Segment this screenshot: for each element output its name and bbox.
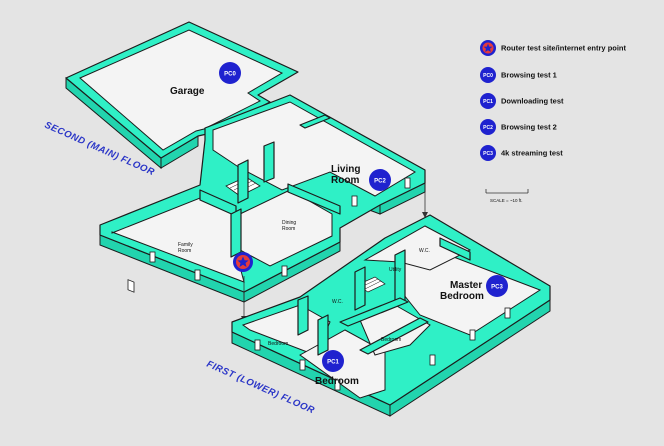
svg-text:PC3: PC3 (491, 285, 503, 291)
dining-room-label-2: Room (282, 226, 295, 232)
svg-text:PC2: PC2 (374, 179, 386, 185)
svg-text:Browsing test 2: Browsing test 2 (501, 123, 557, 132)
door (281, 265, 288, 277)
door (149, 251, 156, 263)
svg-text:PC1: PC1 (483, 99, 493, 105)
lower-interior-wall-f (359, 317, 429, 355)
svg-text:Router test site/internet entr: Router test site/internet entry point (501, 44, 627, 53)
lower-interior-wall-e (339, 297, 409, 327)
door (127, 279, 135, 293)
door (299, 359, 306, 371)
svg-text:PC1: PC1 (327, 360, 339, 366)
dining-room-label-1: Dining (282, 220, 296, 226)
legend-pc0: PC0 Browsing test 1 (480, 67, 557, 83)
door (194, 269, 201, 281)
door (351, 195, 358, 207)
door (254, 339, 261, 351)
family-room-label-1: Family (178, 242, 193, 248)
door (334, 379, 341, 391)
interior-wall-b (263, 141, 275, 183)
lower-interior-wall-g (439, 237, 471, 261)
family-room-label-2: Room (178, 248, 191, 254)
wc-utility-floor (363, 225, 472, 271)
master-bedroom-label-1: Master (450, 280, 482, 291)
star-icon (483, 43, 493, 52)
svg-text:PC2: PC2 (483, 125, 493, 131)
scale-bar: SCALE = ~10 ft. (485, 189, 529, 203)
lower-interior-wall-b (317, 314, 329, 356)
svg-text:PC3: PC3 (483, 151, 493, 157)
door (504, 307, 511, 319)
door (404, 177, 411, 189)
router-marker (233, 252, 253, 272)
interior-wall-d (287, 183, 341, 215)
legend-pc1: PC1 Downloading test (480, 93, 564, 109)
svg-text:Browsing test 1: Browsing test 1 (501, 71, 557, 80)
master-bedroom-label-2: Bedroom (440, 291, 484, 302)
legend-pc3: PC3 4k streaming test (480, 145, 563, 161)
lower-interior-wall-a (297, 295, 309, 336)
wc-upper-label: W.C. (419, 248, 430, 254)
second-floor-plan (65, 21, 426, 303)
legend-pc2: PC2 Browsing test 2 (480, 119, 557, 135)
wc-lower-label: W.C. (332, 299, 343, 305)
lower-interior-wall-c (354, 266, 366, 311)
pc1-marker: PC1 (322, 350, 344, 372)
living-room-label-1: Living (331, 164, 360, 175)
svg-text:Downloading test: Downloading test (501, 97, 564, 106)
pc2-marker: PC2 (369, 169, 391, 191)
pc3-marker: PC3 (486, 275, 508, 297)
bedroom-b-label: Bedroom (381, 337, 401, 343)
door (429, 354, 436, 366)
utility-label: Utility (389, 267, 402, 273)
star-icon (237, 256, 249, 267)
legend-router: Router test site/internet entry point (480, 40, 627, 56)
svg-text:PC0: PC0 (483, 73, 493, 79)
pc0-marker: PC0 (219, 62, 241, 84)
bedroom-a-label: Bedroom (268, 341, 288, 347)
lower-interior-wall-d (394, 249, 406, 306)
door (469, 329, 476, 341)
living-room-label-2: Room (331, 175, 359, 186)
garage-floor (79, 29, 284, 151)
legend: Router test site/internet entry point PC… (480, 40, 627, 161)
first-floor-plan (231, 214, 551, 417)
svg-text:4k streaming test: 4k streaming test (501, 149, 563, 158)
bedroom-large-label: Bedroom (315, 376, 359, 387)
interior-wall-a (237, 159, 249, 204)
interior-wall-c (299, 114, 331, 129)
scale-label: SCALE = ~10 ft. (490, 198, 523, 203)
svg-text:PC0: PC0 (224, 72, 236, 78)
garage-label: Garage (170, 86, 205, 97)
interior-wall-f (230, 208, 242, 258)
